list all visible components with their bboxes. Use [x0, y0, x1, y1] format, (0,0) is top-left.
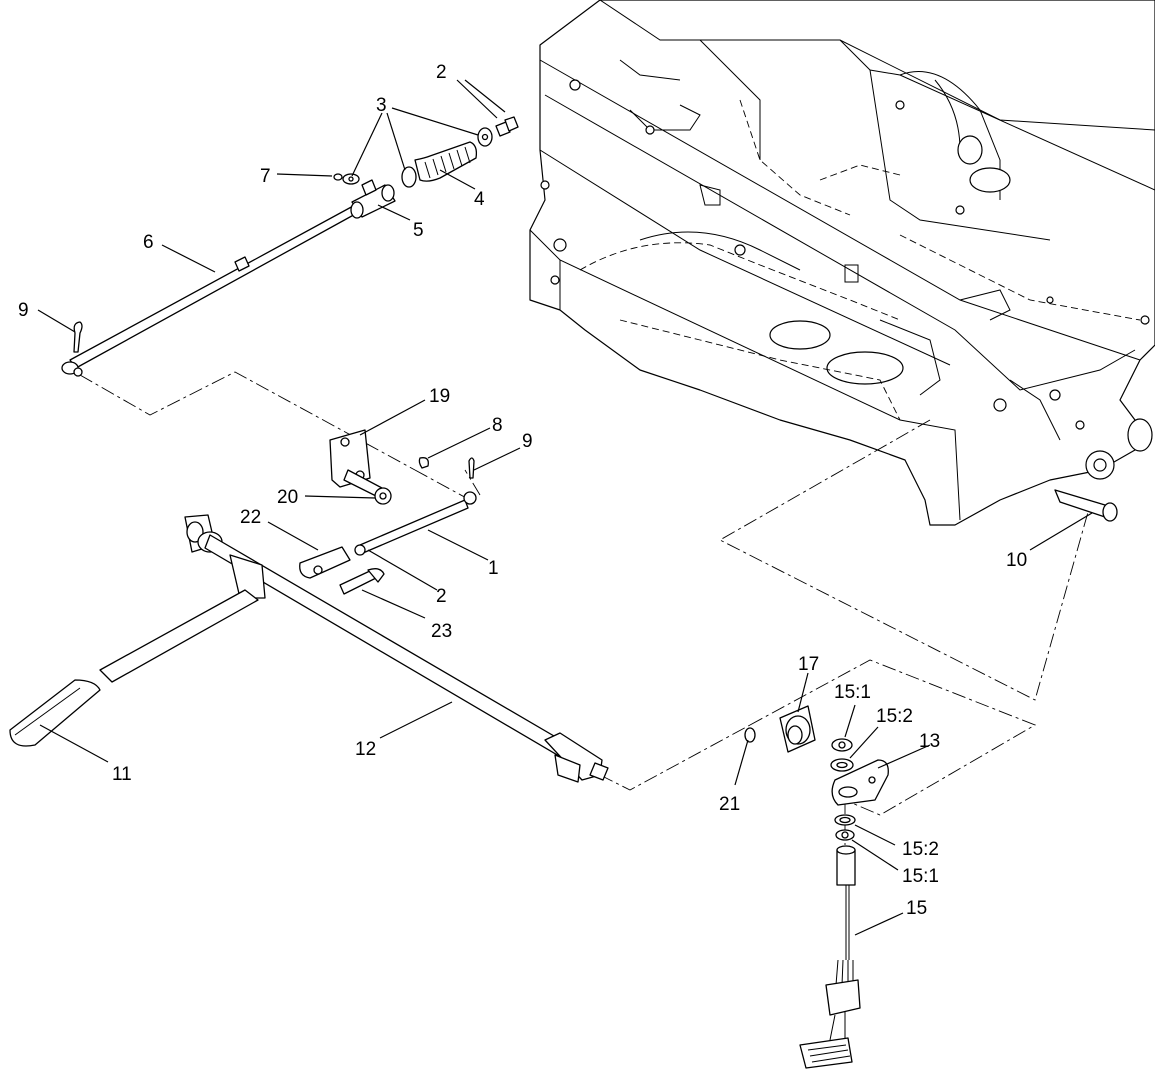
callout-22: 22	[240, 507, 261, 528]
callout-15-2-top: 15:2	[876, 706, 913, 727]
callout-17: 17	[798, 654, 819, 675]
callout-6: 6	[143, 232, 154, 253]
callout-12: 12	[355, 739, 376, 760]
bolt-10	[1054, 489, 1118, 522]
callout-13: 13	[919, 731, 940, 752]
callout-15-1-bottom: 15:1	[902, 866, 939, 887]
rod-assembly	[61, 116, 519, 377]
callout-2-mid: 2	[436, 586, 447, 607]
callout-15: 15	[906, 898, 927, 919]
assembly-lines	[79, 371, 1091, 845]
callout-2-top: 2	[436, 62, 447, 83]
switch-assembly	[744, 705, 889, 1069]
callout-23: 23	[431, 621, 452, 642]
callout-7: 7	[260, 166, 271, 187]
callout-20: 20	[277, 487, 298, 508]
pedal-linkage	[299, 429, 477, 595]
callout-15-2-bottom: 15:2	[902, 839, 939, 860]
callout-10: 10	[1006, 550, 1027, 571]
callout-21: 21	[719, 794, 740, 815]
callout-9-right: 9	[522, 431, 533, 452]
pedal-and-shaft	[9, 514, 609, 783]
callout-8: 8	[492, 415, 503, 436]
chassis-frame	[529, 0, 1155, 526]
callout-19: 19	[429, 386, 450, 407]
callout-labels: 2 3 7 4 5 6 9 19 8 9 20 22 1 2 23 10 17 …	[18, 62, 1027, 919]
leader-lines	[37, 79, 1093, 936]
callout-11: 11	[112, 764, 132, 785]
callout-1: 1	[488, 558, 499, 579]
callout-5: 5	[413, 220, 424, 241]
callout-4: 4	[474, 189, 485, 210]
callout-3: 3	[376, 95, 387, 116]
callout-15-1-top: 15:1	[834, 682, 871, 703]
callout-9-left: 9	[18, 300, 29, 321]
